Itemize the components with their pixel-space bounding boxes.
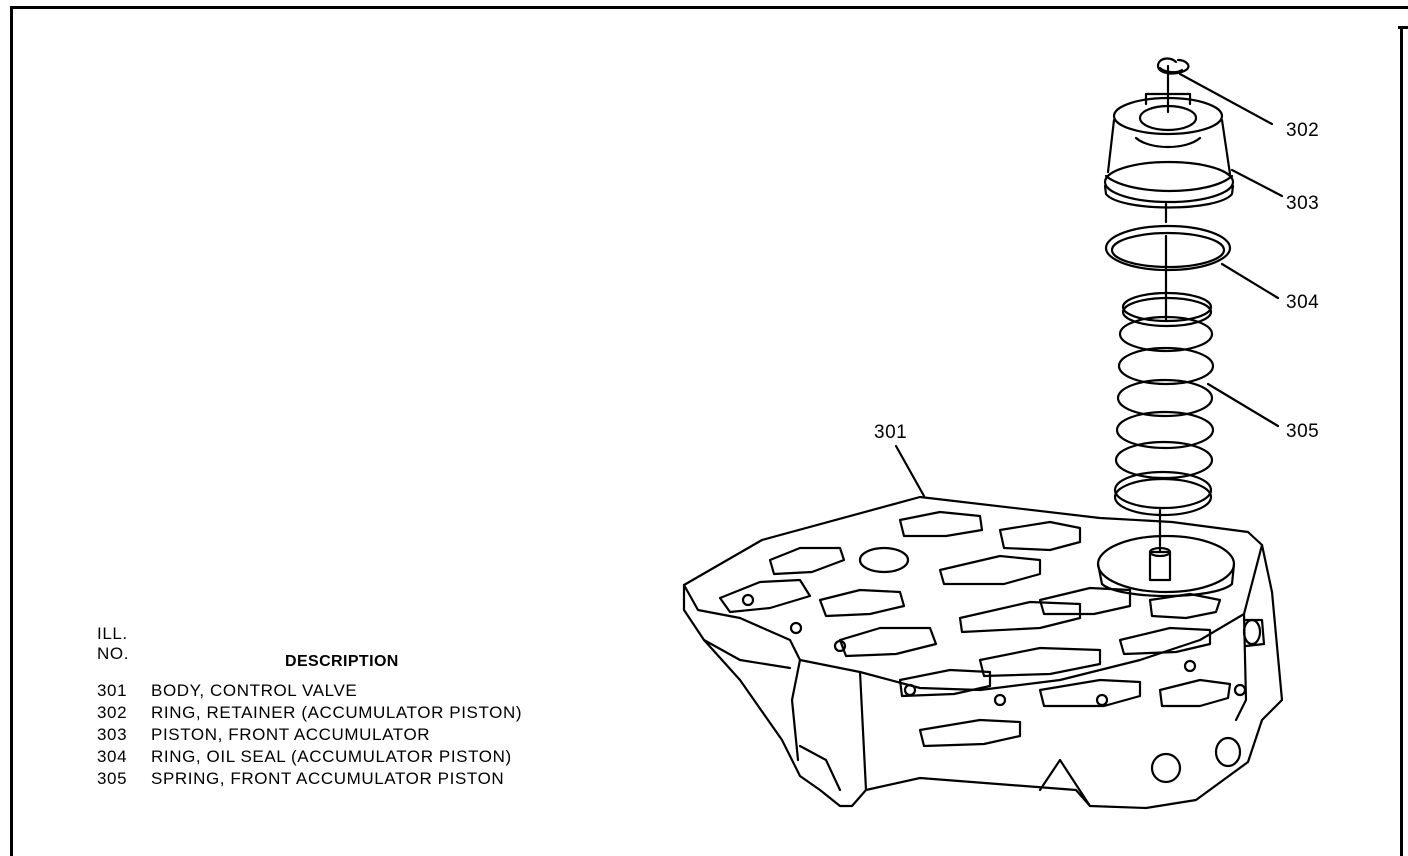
callout-304: 304: [1286, 292, 1320, 313]
legend-row-number: 304: [97, 747, 128, 766]
retainer-ring-302: [1156, 57, 1190, 75]
legend-row: 301 BODY, CONTROL VALVE: [97, 680, 522, 702]
callout-303: 303: [1286, 193, 1320, 214]
frame-right-notch: [1398, 26, 1408, 29]
legend-row: 303 PISTON, FRONT ACCUMULATOR: [97, 724, 522, 746]
leader-line-302: [1178, 72, 1274, 126]
legend-header-ill: ILL.: [97, 624, 128, 643]
leader-line-304: [1220, 262, 1280, 300]
legend-row-description: RING, RETAINER (ACCUMULATOR PISTON): [151, 703, 523, 722]
legend-header-no: NO.: [97, 644, 130, 663]
legend-row-description: BODY, CONTROL VALVE: [151, 681, 358, 700]
frame-top-border: [10, 6, 1408, 9]
frame-left-border: [10, 6, 13, 856]
callout-301: 301: [874, 422, 908, 443]
spring-305: [1113, 291, 1215, 517]
leader-line-303: [1230, 168, 1284, 198]
callout-302: 302: [1286, 120, 1320, 141]
legend-row-description: RING, OIL SEAL (ACCUMULATOR PISTON): [151, 747, 512, 766]
frame-right-border: [1400, 26, 1403, 856]
legend-row-number: 302: [97, 703, 128, 722]
legend-row-number: 303: [97, 725, 128, 744]
piston-303: [1103, 92, 1235, 209]
callout-305: 305: [1286, 421, 1320, 442]
legend-row-description: SPRING, FRONT ACCUMULATOR PISTON: [151, 769, 505, 788]
oil-seal-ring-304: [1104, 224, 1232, 272]
legend-header-description: DESCRIPTION: [285, 653, 399, 670]
legend-row-description: PISTON, FRONT ACCUMULATOR: [151, 725, 431, 744]
legend-row: 305 SPRING, FRONT ACCUMULATOR PISTON: [97, 768, 522, 790]
legend-rows: 301 BODY, CONTROL VALVE 302 RING, RETAIN…: [97, 680, 522, 790]
legend-row: 304 RING, OIL SEAL (ACCUMULATOR PISTON): [97, 746, 522, 768]
legend-row-number: 305: [97, 769, 128, 788]
control-valve-body-301: [682, 495, 1284, 810]
legend-row-number: 301: [97, 681, 128, 700]
legend-row: 302 RING, RETAINER (ACCUMULATOR PISTON): [97, 702, 522, 724]
leader-line-301: [894, 444, 926, 498]
leader-line-305: [1206, 382, 1280, 428]
parts-legend: ILL. NO. DESCRIPTION 301 BODY, CONTROL V…: [97, 624, 522, 790]
